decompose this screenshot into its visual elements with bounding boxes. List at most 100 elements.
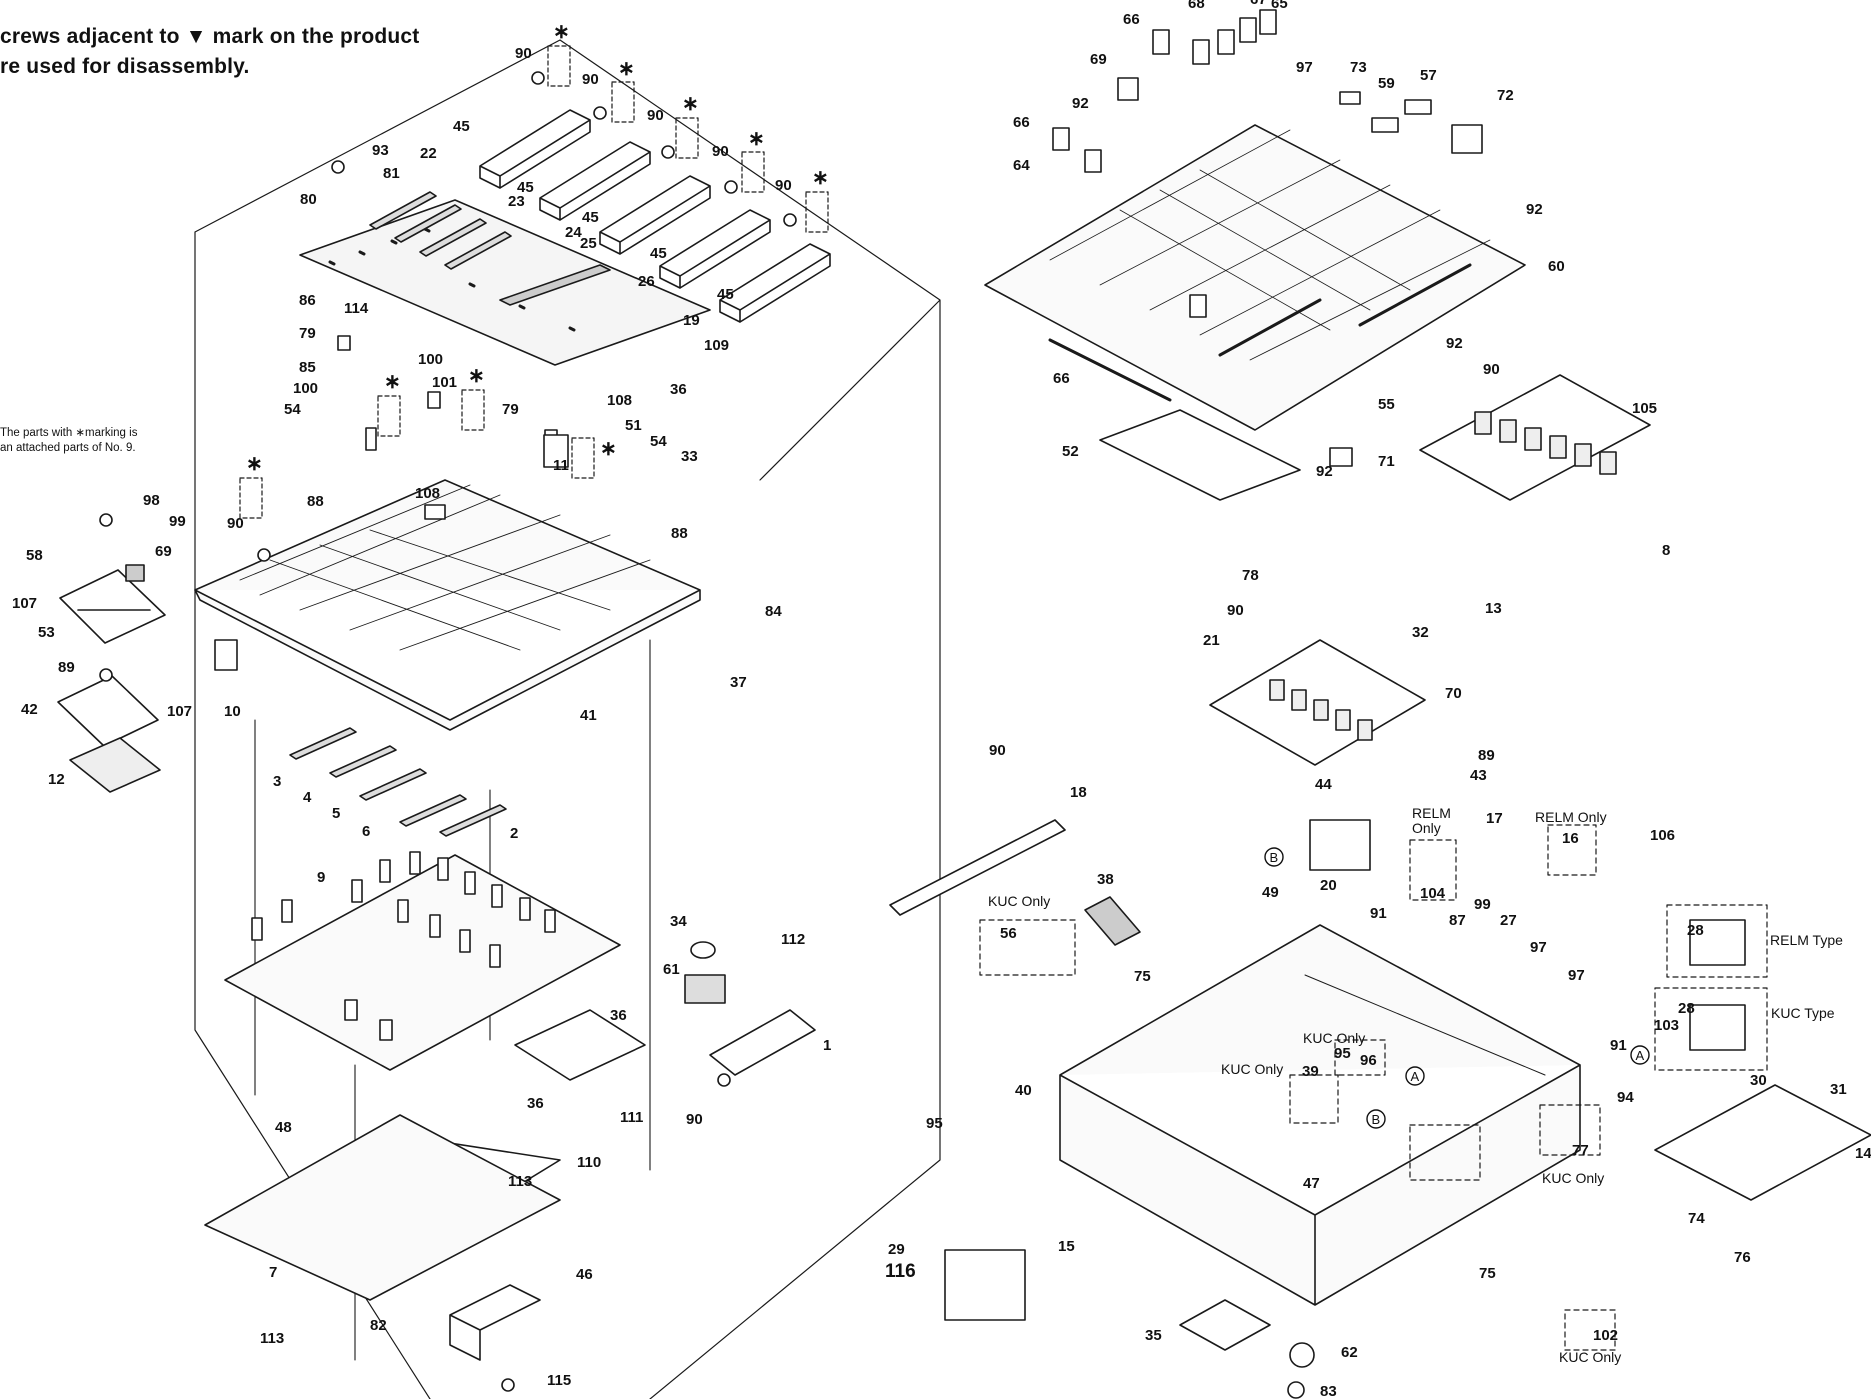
part-label-9: 9 [317, 869, 325, 886]
circle-marker-b [1366, 1109, 1386, 1129]
part-label-90: 90 [227, 515, 244, 532]
part-label-13: 13 [1485, 600, 1502, 617]
part-label-73: 73 [1350, 59, 1367, 76]
rear-panel [1304, 974, 1546, 1076]
disassembly-note-line-1: crews adjacent to ▼ mark on the product [0, 25, 420, 48]
part-label-10: 10 [224, 703, 241, 720]
part-label-5: 5 [332, 805, 340, 822]
panel-sheet-52 [1099, 409, 1301, 501]
power-cord-28-kuc [1689, 1004, 1746, 1051]
part-label-2: 2 [510, 825, 518, 842]
part-label-111: 111 [620, 1109, 643, 1126]
circle-marker-b-label: B [1372, 1112, 1381, 1127]
circle-marker-a-label: A [1411, 1069, 1420, 1084]
part-label-102: 102 [1593, 1327, 1618, 1344]
side-slider-assembly [57, 564, 166, 793]
part-label-107: 107 [167, 703, 192, 720]
fader-slots [1048, 263, 1472, 402]
bracket-46 [449, 1284, 541, 1361]
part-label-8: 8 [1662, 542, 1670, 559]
part-label-36: 36 [527, 1095, 544, 1112]
part-label-56: 56 [1000, 925, 1017, 942]
fader-board-holes [328, 227, 576, 332]
part-label-80: 80 [300, 191, 317, 208]
part-label-78: 78 [1242, 567, 1259, 584]
part-label-90: 90 [647, 107, 664, 124]
asterisk-mark: ∗ [600, 438, 617, 460]
part-label-90: 90 [712, 143, 729, 160]
part-label-83: 83 [1320, 1383, 1337, 1399]
part-label-49: 49 [1262, 884, 1279, 901]
left-assembly [57, 39, 941, 1399]
part-label-38: 38 [1097, 871, 1114, 888]
part-label-19: 19 [683, 312, 700, 329]
asterisk-mark: ∗ [246, 453, 263, 475]
part-label-4: 4 [303, 789, 312, 806]
part-label-91: 91 [1370, 905, 1387, 922]
part-label-92: 92 [1072, 95, 1089, 112]
part-label-76: 76 [1734, 1249, 1751, 1266]
part-label-28: 28 [1678, 1000, 1695, 1017]
part-label-34: 34 [670, 913, 687, 930]
part-label-45: 45 [453, 118, 470, 135]
part-label-94: 94 [1617, 1089, 1634, 1106]
part-label-51: 51 [625, 417, 642, 434]
part-label-23: 23 [508, 193, 525, 210]
callout-kuc-only-102: KUC Only [1559, 1349, 1621, 1365]
part-label-85: 85 [299, 359, 316, 376]
callout-kuc-only-56: KUC Only [988, 893, 1050, 909]
part-label-48: 48 [275, 1119, 292, 1136]
part-label-103: 103 [1654, 1017, 1679, 1034]
circle-marker-a [1405, 1066, 1425, 1086]
part-label-109: 109 [704, 337, 729, 354]
part-label-86: 86 [299, 292, 316, 309]
part-label-16: 16 [1562, 830, 1579, 847]
top-knobs [1052, 9, 1483, 467]
part-label-42: 42 [21, 701, 38, 718]
part-label-72: 72 [1497, 87, 1514, 104]
option-boxes [979, 824, 1768, 1351]
asterisk-mark: ∗ [812, 167, 829, 189]
part-label-112: 112 [781, 931, 805, 948]
side-rail-18 [889, 819, 1066, 916]
part-label-88: 88 [307, 493, 324, 510]
part-label-11: 11 [553, 457, 569, 474]
part-label-106: 106 [1650, 827, 1675, 844]
channel-faders [289, 727, 507, 837]
asterisk-mark: ∗ [384, 371, 401, 393]
pcb-knobs [251, 851, 556, 1041]
part-label-87: 87 [1449, 912, 1466, 929]
part-label-90: 90 [582, 71, 599, 88]
part-label-22: 22 [420, 145, 437, 162]
part-label-30: 30 [1750, 1072, 1767, 1089]
part-label-54: 54 [650, 433, 667, 450]
part-label-77: 77 [1572, 1142, 1589, 1159]
part-label-69: 69 [155, 543, 172, 560]
part-label-40: 40 [1015, 1082, 1032, 1099]
part-label-36: 36 [610, 1007, 627, 1024]
jack-pcb [709, 1009, 816, 1076]
bottom-plate-7 [204, 1114, 561, 1301]
part-label-90: 90 [515, 45, 532, 62]
part-label-32: 32 [1412, 624, 1429, 641]
part-label-113: 113 [260, 1330, 284, 1347]
part-label-100: 100 [293, 380, 318, 397]
part-label-45: 45 [517, 179, 534, 196]
asterisk-mark: ∗ [553, 21, 570, 43]
foot-83 [1287, 1381, 1305, 1399]
part-label-97: 97 [1568, 967, 1585, 984]
bottom-chassis-40 [1059, 924, 1581, 1306]
part-label-68: 68 [1188, 0, 1205, 12]
callout-kuc-type: KUC Type [1771, 1005, 1835, 1021]
part-label-107: 107 [12, 595, 37, 612]
part-label-95: 95 [1334, 1045, 1351, 1062]
part-label-1: 1 [823, 1037, 831, 1054]
part-label-90: 90 [686, 1111, 703, 1128]
part-label-35: 35 [1145, 1327, 1162, 1344]
part-label-3: 3 [273, 773, 281, 790]
asterisk-mark: ∗ [618, 58, 635, 80]
callout-kuc-only-39: KUC Only [1221, 1061, 1283, 1077]
power-cord-28-relm [1689, 919, 1746, 966]
circle-marker-a-label: A [1636, 1048, 1645, 1063]
